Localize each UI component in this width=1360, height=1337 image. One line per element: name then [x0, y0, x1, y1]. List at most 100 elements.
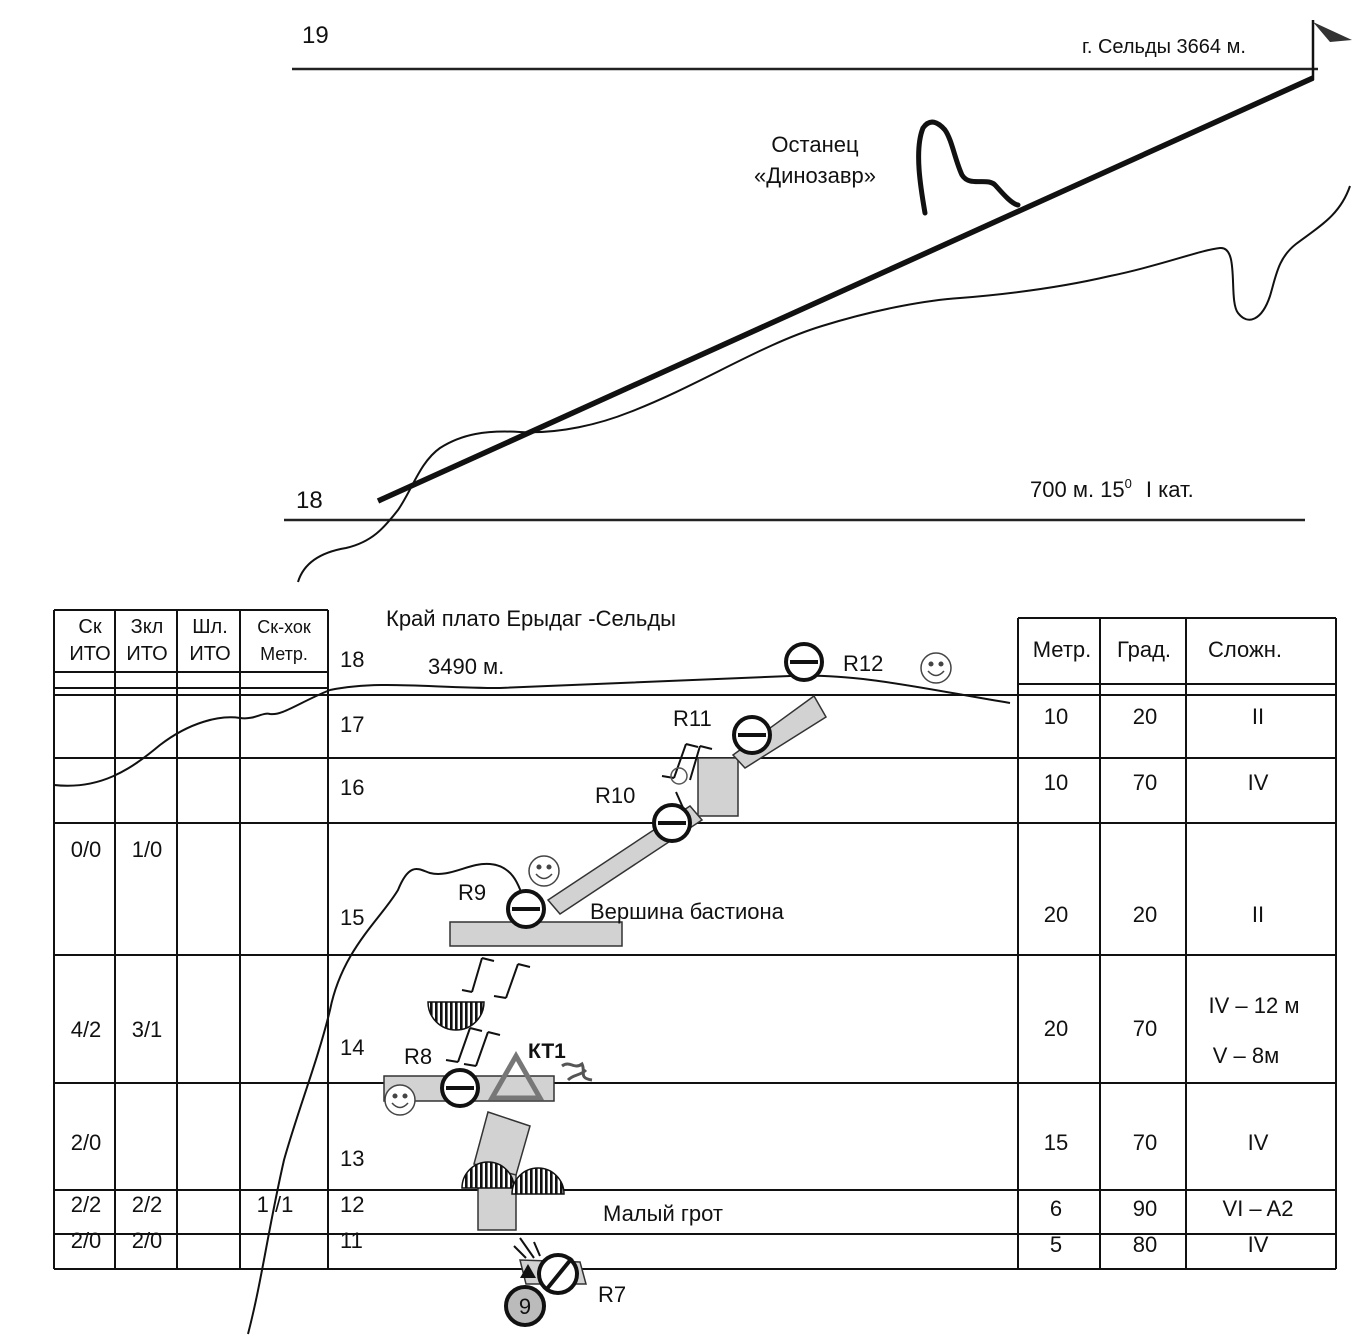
right-cell-row16-col2: IV — [1248, 770, 1269, 795]
row14-difficulty-line2: V – 8м — [1213, 1043, 1280, 1068]
altitude-label: 3490 м. — [428, 654, 504, 679]
left-cell-row14-col0: 4/2 — [71, 1017, 102, 1042]
hatched-protection-icon — [427, 1001, 485, 1031]
bastion-label: Вершина бастиона — [590, 899, 785, 924]
row-number-12: 12 — [340, 1192, 364, 1217]
right-cell-row13-col0: 15 — [1044, 1130, 1068, 1155]
carabiner-icon — [670, 767, 688, 785]
header-bolt-line2: ИТО — [189, 643, 230, 665]
control-point-label: КТ1 — [528, 1040, 566, 1063]
terrain-profile-curve — [297, 185, 1351, 583]
left-cell-row12-col1: 2/2 — [132, 1192, 163, 1217]
summit-flag-icon — [1311, 20, 1352, 80]
left-cell-row14-col1: 3/1 — [132, 1017, 163, 1042]
right-cell-row11-col0: 5 — [1050, 1232, 1062, 1257]
anchor-r11-icon — [732, 715, 772, 755]
rock-label-line2: «Динозавр» — [754, 163, 876, 188]
row-number-15: 15 — [340, 905, 364, 930]
right-cell-row13-col2: IV — [1248, 1130, 1269, 1155]
line-19-label: 19 — [302, 22, 329, 49]
left-cell-row15-col1: 1/0 — [132, 837, 163, 862]
right-cell-row12-col0: 6 — [1050, 1196, 1062, 1221]
anchor-r12-icon — [784, 642, 824, 682]
left-cell-row13-col0: 2/0 — [71, 1130, 102, 1155]
left-cell-row15-col0: 0/0 — [71, 837, 102, 862]
line-18-label: 18 — [296, 487, 323, 514]
row-number-13: 13 — [340, 1146, 364, 1171]
right-cell-row17-col1: 20 — [1133, 704, 1157, 729]
ice-axe-icon — [561, 1061, 593, 1082]
right-cell-row17-col2: II — [1252, 704, 1264, 729]
right-cell-row17-col0: 10 — [1044, 704, 1068, 729]
left-table-headers: Ск ИТО Зкл ИТО Шл. ИТО Ск-хок Метр. — [69, 616, 311, 665]
row-number-18: 18 — [340, 647, 364, 672]
right-cell-row15-col0: 20 — [1044, 902, 1068, 927]
left-cell-row12-col0: 2/2 — [71, 1192, 102, 1217]
anchor-r8-label: R8 — [404, 1044, 432, 1069]
header-aid-line1: Зкл — [131, 616, 164, 638]
right-cell-row12-col2: VI – A2 — [1223, 1196, 1294, 1221]
left-cell-row11-col1: 2/0 — [132, 1228, 163, 1253]
anchor-r12-label: R12 — [843, 651, 883, 676]
grotto-label: Малый грот — [603, 1201, 723, 1226]
anchor-r9-label: R9 — [458, 880, 486, 905]
header-ice-line2: Метр. — [260, 644, 308, 664]
header-meters: Метр. — [1033, 637, 1092, 662]
anchor-r8-icon — [440, 1068, 480, 1108]
right-cell-row16-col1: 70 — [1133, 770, 1157, 795]
row14-difficulty-line1: IV – 12 м — [1209, 993, 1300, 1018]
header-aid-line2: ИТО — [126, 643, 167, 665]
hatched-protection-icon — [461, 1161, 515, 1189]
plateau-edge-curve — [53, 674, 1011, 787]
smiley-icon — [384, 1084, 416, 1116]
right-cell-row13-col1: 70 — [1133, 1130, 1157, 1155]
route-table-grid — [53, 609, 1337, 1270]
header-difficulty: Сложн. — [1208, 637, 1282, 662]
header-climb-line1: Ск — [78, 616, 101, 638]
row-number-11: 11 — [340, 1228, 363, 1253]
anchor-r11-label: R11 — [673, 706, 712, 731]
right-cell-row11-col2: IV — [1248, 1232, 1269, 1257]
row-number-17: 17 — [340, 712, 364, 737]
anchor-r10-label: R10 — [595, 783, 635, 808]
right-cell-row15-col1: 20 — [1133, 902, 1157, 927]
right-cell-row12-col1: 90 — [1133, 1196, 1157, 1221]
rock-label-line1: Останец — [771, 132, 859, 157]
anchor-points — [440, 642, 824, 1108]
right-cell-row11-col1: 80 — [1133, 1232, 1157, 1257]
summit-label: г. Сельды 3664 м. — [1082, 36, 1246, 58]
protection-brackets — [445, 743, 713, 1259]
header-degrees: Град. — [1117, 637, 1171, 662]
hatched-protection-icon — [511, 1167, 565, 1195]
lower-route-drawing: КТ1 9 R12 — [53, 606, 1011, 1335]
right-cell-row15-col2: II — [1252, 902, 1264, 927]
anchor-r10-icon — [652, 803, 692, 843]
plateau-label: Край плато Ерыдаг -Сельды — [386, 606, 676, 631]
smiley-icon — [528, 855, 560, 887]
header-climb-line2: ИТО — [69, 643, 110, 665]
smiley-icon — [920, 652, 952, 684]
right-cell-row14-col1: 70 — [1133, 1016, 1157, 1041]
row-number-16: 16 — [340, 775, 364, 800]
rock-outcrop-icon — [916, 119, 1021, 216]
header-ice-line1: Ск-хок — [257, 617, 311, 637]
block-row16 — [697, 757, 739, 817]
anchor-r7-icon — [520, 1253, 579, 1295]
ascent-route-line — [376, 75, 1315, 504]
row-number-14: 14 — [340, 1035, 364, 1060]
anchor-r9-icon — [506, 889, 546, 929]
right-cell-row16-col0: 10 — [1044, 770, 1068, 795]
left-cell-row11-col0: 2/0 — [71, 1228, 102, 1253]
right-table-headers: Метр. Град. Сложн. — [1033, 637, 1282, 662]
camp-number: 9 — [519, 1294, 531, 1319]
right-cell-row14-col0: 20 — [1044, 1016, 1068, 1041]
header-bolt-line1: Шл. — [192, 616, 228, 638]
anchor-r7-label: R7 — [598, 1282, 626, 1307]
control-point-triangle-icon — [487, 1050, 545, 1101]
rock-profile-curve — [247, 862, 525, 1335]
upper-route-section: 19 18 г. Сельды 3664 м. Останец «Динозав… — [284, 20, 1352, 583]
